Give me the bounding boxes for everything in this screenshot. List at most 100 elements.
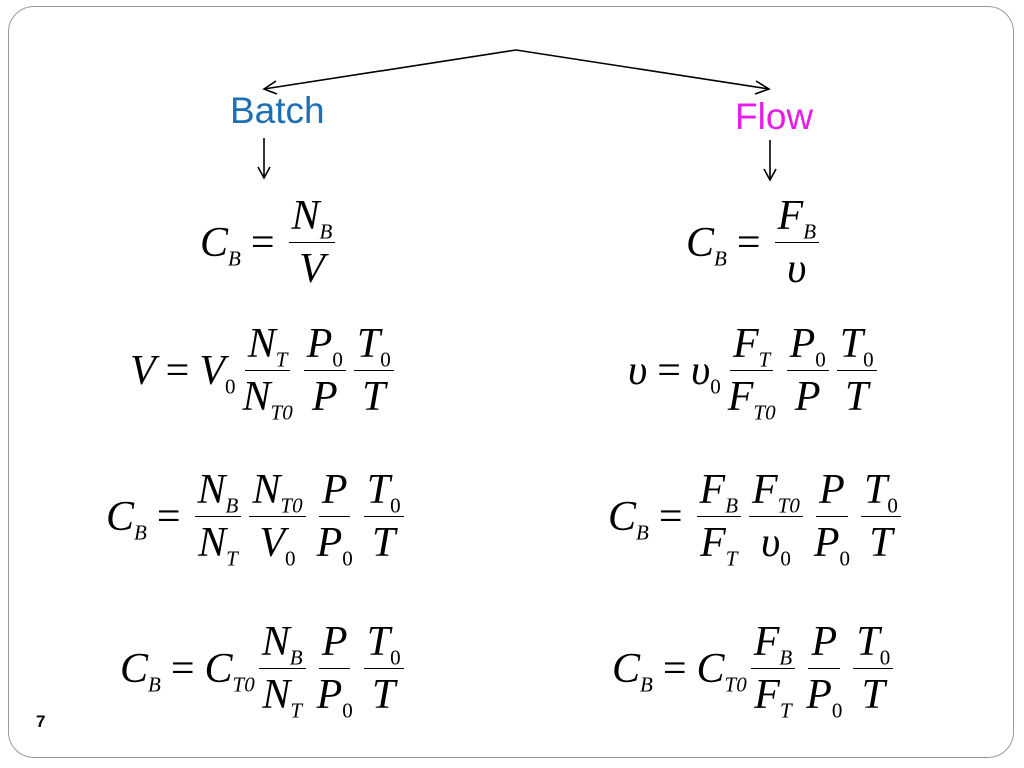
denominator: T (369, 517, 398, 565)
subscript: 0 (225, 374, 236, 399)
denominator: P0 (803, 669, 845, 723)
math-symbol: T (861, 672, 885, 719)
subscript: B (714, 246, 727, 271)
batch-heading: Batch (230, 90, 325, 131)
math-symbol: NT (247, 321, 288, 372)
denominator: P (309, 371, 341, 419)
numerator: NB (194, 468, 242, 518)
subscript: B (225, 493, 239, 518)
batch-down-arrowhead (257, 166, 271, 180)
equals-sign: = (165, 347, 190, 394)
math-symbol: CB (120, 645, 161, 697)
root-to-flow-arrowhead (754, 80, 771, 95)
math-symbol: T0 (366, 619, 401, 670)
math-symbol: NB (291, 193, 333, 244)
subscript: 0 (831, 698, 843, 723)
numerator: P0 (786, 321, 829, 372)
subscript: T0 (753, 400, 776, 425)
math-symbol: T0 (356, 321, 391, 372)
root-to-flow-arrow (515, 49, 770, 90)
subscript: 0 (839, 546, 851, 571)
math-symbol: CB (686, 219, 727, 271)
math-symbol: υ0 (761, 520, 791, 571)
denominator: NT (259, 669, 305, 723)
math-symbol: FT (733, 321, 771, 372)
equals-sign: = (156, 493, 181, 540)
math-symbol: V0 (199, 347, 236, 399)
denominator: NT0 (240, 371, 296, 425)
equals-sign: = (658, 493, 683, 540)
math-symbol: NT (198, 520, 238, 571)
math-symbol: P0 (806, 672, 843, 723)
math-symbol: υ (628, 347, 648, 394)
math-symbol: NT0 (242, 374, 293, 425)
numerator: T0 (363, 467, 404, 518)
subscript: 0 (380, 347, 391, 372)
subscript: B (289, 645, 303, 670)
subscript: 0 (710, 374, 721, 399)
math-symbol: CB (200, 219, 241, 271)
subscript: B (319, 219, 333, 244)
numerator: P (318, 619, 351, 670)
subscript: B (803, 219, 817, 244)
math-symbol: T0 (856, 619, 891, 670)
subscript: 0 (390, 493, 401, 518)
subscript: B (134, 520, 147, 545)
fraction: P P0 (314, 619, 356, 723)
math-symbol: P0 (316, 520, 353, 571)
subscript: 0 (780, 546, 791, 571)
subscript: B (779, 645, 793, 670)
math-symbol: T (371, 520, 396, 567)
subscript: 0 (332, 347, 343, 372)
math-symbol: υ0 (690, 347, 721, 399)
math-symbol: V0 (259, 520, 296, 571)
subscript: 0 (863, 347, 874, 372)
math-symbol: P0 (789, 321, 826, 372)
numerator: P0 (303, 322, 346, 372)
subscript: 0 (887, 493, 898, 518)
denominator: V (296, 243, 328, 291)
math-symbol: FB (777, 193, 817, 244)
subscript: 0 (390, 645, 401, 670)
equals-sign: = (662, 645, 687, 692)
math-symbol: T0 (366, 467, 401, 518)
math-symbol: P0 (813, 520, 851, 571)
math-symbol: NT (262, 672, 302, 723)
math-symbol: V (130, 347, 156, 394)
numerator: FB (750, 620, 796, 670)
numerator: P (808, 620, 841, 670)
math-symbol: P (321, 619, 348, 665)
math-symbol: CB (106, 493, 147, 545)
math-symbol: FT (700, 520, 738, 571)
subscript: B (148, 672, 161, 697)
math-symbol: T0 (864, 467, 898, 518)
subscript: T0 (724, 672, 747, 697)
subscript: B (640, 672, 653, 697)
denominator: T (866, 517, 895, 565)
math-symbol: P (794, 374, 821, 421)
subscript: B (636, 520, 649, 545)
math-symbol: P0 (316, 672, 353, 723)
slide-frame (8, 6, 1014, 758)
denominator: υ (784, 243, 809, 291)
subscript: 0 (815, 347, 826, 372)
numerator: FT0 (749, 468, 803, 518)
denominator: P0 (314, 669, 356, 723)
numerator: T0 (353, 321, 394, 372)
